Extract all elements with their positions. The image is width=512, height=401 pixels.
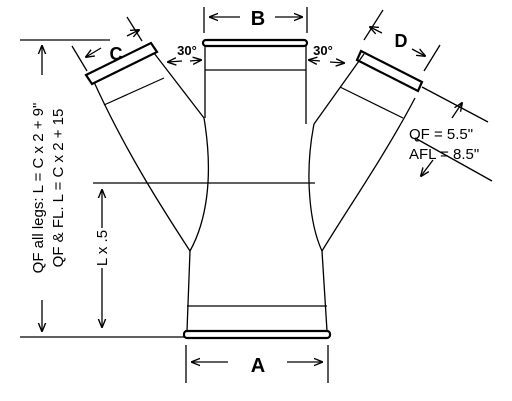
right-branch-inner xyxy=(313,53,365,125)
left-branch-collar xyxy=(84,41,159,86)
label-angle-left: 30° xyxy=(177,43,197,58)
d-arrow-right xyxy=(411,48,425,56)
d-tick-left xyxy=(363,9,384,41)
afl-arrow xyxy=(421,159,434,176)
right-branch-outer xyxy=(321,97,416,252)
left-band-line xyxy=(103,77,165,106)
left-branch-outer xyxy=(93,81,191,252)
dimension-lines xyxy=(20,7,493,383)
c-arrow-b xyxy=(126,30,139,36)
d-tick-right xyxy=(423,44,441,72)
angle-left-arrow-b xyxy=(189,60,201,61)
c-tick-right xyxy=(126,16,143,42)
left-crotch-curve xyxy=(189,117,210,252)
label-formula-fl: QF & FL. L = C x 2 + 15 xyxy=(50,109,67,268)
left-branch-inner xyxy=(153,52,205,119)
bottom-collar xyxy=(182,329,332,340)
body-side-left xyxy=(186,250,191,332)
top-collar xyxy=(201,38,309,48)
angle-left-arrow-a xyxy=(168,61,183,62)
label-afl-note: AFL = 8.5" xyxy=(409,146,479,163)
label-a: A xyxy=(251,355,265,377)
label-formula-qf: QF all legs: L = C x 2 + 9" xyxy=(30,103,47,274)
label-c: C xyxy=(110,44,123,64)
label-d: D xyxy=(395,31,408,51)
qf-extension xyxy=(421,86,489,123)
right-crotch-curve xyxy=(308,123,323,252)
right-band-line xyxy=(339,86,404,119)
label-qf-note: QF = 5.5" xyxy=(409,126,473,143)
afl-extension xyxy=(414,137,493,182)
qf-arrow xyxy=(451,103,462,119)
angle-right-arrow-b xyxy=(329,62,344,63)
label-half-length: L x .5 xyxy=(94,230,111,266)
angle-right-arrow-a xyxy=(309,60,321,61)
label-angle-right: 30° xyxy=(313,43,333,58)
c-arrow xyxy=(86,47,102,57)
d-arrow-left xyxy=(370,27,383,33)
label-b: B xyxy=(251,8,265,30)
fitting-body xyxy=(84,38,424,340)
c-tick-left xyxy=(71,45,88,72)
right-branch-collar xyxy=(355,49,424,93)
body-side-right xyxy=(321,250,328,332)
